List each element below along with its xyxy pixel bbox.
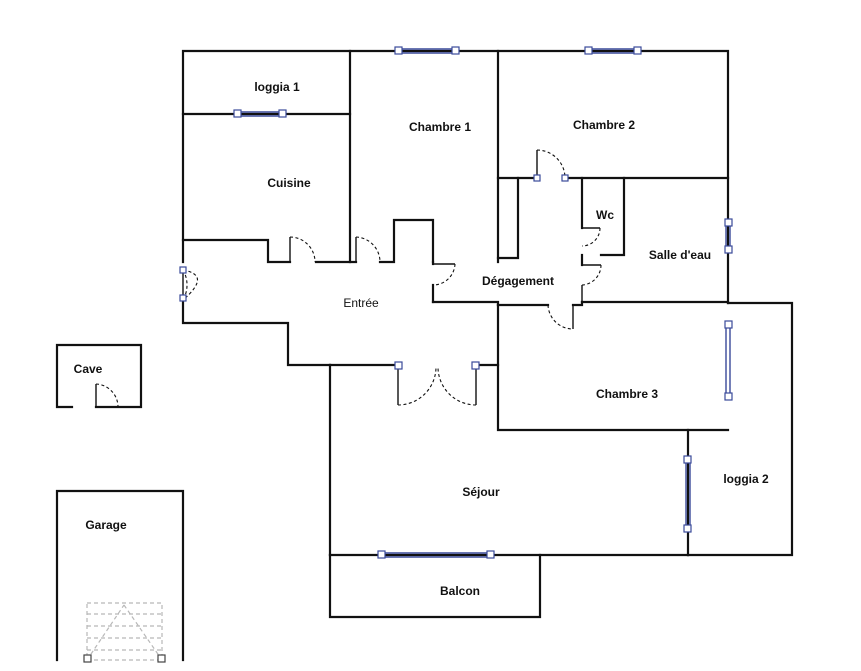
wall-balcon <box>328 553 542 619</box>
garage-door <box>83 602 166 663</box>
label-chambre1: Chambre 1 <box>409 120 471 134</box>
wall-cuisine-south <box>181 238 292 264</box>
label-loggia1: loggia 1 <box>254 80 300 94</box>
window-chambre3 <box>724 320 733 401</box>
room-labels: loggia 1 Chambre 1 Chambre 2 Cuisine Wc … <box>74 80 769 598</box>
wall-outer-west-lower <box>181 298 332 367</box>
door-degag-west <box>432 263 456 286</box>
door-wc <box>581 227 601 247</box>
window-chambre2 <box>584 46 642 55</box>
wall-chambre3-east <box>686 301 794 557</box>
label-chambre2: Chambre 2 <box>573 118 635 132</box>
door-sejour-double <box>394 361 480 406</box>
door-chambre1 <box>355 236 381 263</box>
label-cave: Cave <box>74 362 103 376</box>
wall-chambre3-west <box>496 303 730 432</box>
window-balcon <box>377 550 495 559</box>
wall-chambre3-b <box>571 300 584 307</box>
wall-degag-south <box>431 300 500 307</box>
window-chambre1 <box>394 46 460 55</box>
label-entree: Entrée <box>343 296 379 310</box>
window-loggia2 <box>683 455 692 533</box>
label-wc: Wc <box>596 208 614 222</box>
door-chambre3 <box>547 304 574 330</box>
door-chambre2 <box>533 149 569 182</box>
door-entree <box>179 266 199 302</box>
label-chambre3: Chambre 3 <box>596 387 658 401</box>
label-sejour: Séjour <box>462 485 500 499</box>
wall-wc-east <box>599 176 626 257</box>
doors <box>95 149 602 408</box>
wall-garage <box>55 489 185 662</box>
walls <box>55 49 794 662</box>
label-degagement: Dégagement <box>482 274 554 288</box>
label-loggia2: loggia 2 <box>723 472 769 486</box>
window-cuisine <box>233 109 287 118</box>
window-salle-eau <box>724 218 733 254</box>
wall-cave <box>55 343 143 409</box>
wall-degagement-inner <box>496 176 520 260</box>
door-cave <box>95 383 119 408</box>
wall-chambre1-south <box>378 218 435 264</box>
windows <box>233 46 733 559</box>
door-cuisine <box>289 236 316 263</box>
label-cuisine: Cuisine <box>267 176 311 190</box>
label-salle-eau: Salle d'eau <box>649 248 711 262</box>
door-salle-eau <box>581 264 602 302</box>
label-balcon: Balcon <box>440 584 480 598</box>
label-garage: Garage <box>85 518 127 532</box>
